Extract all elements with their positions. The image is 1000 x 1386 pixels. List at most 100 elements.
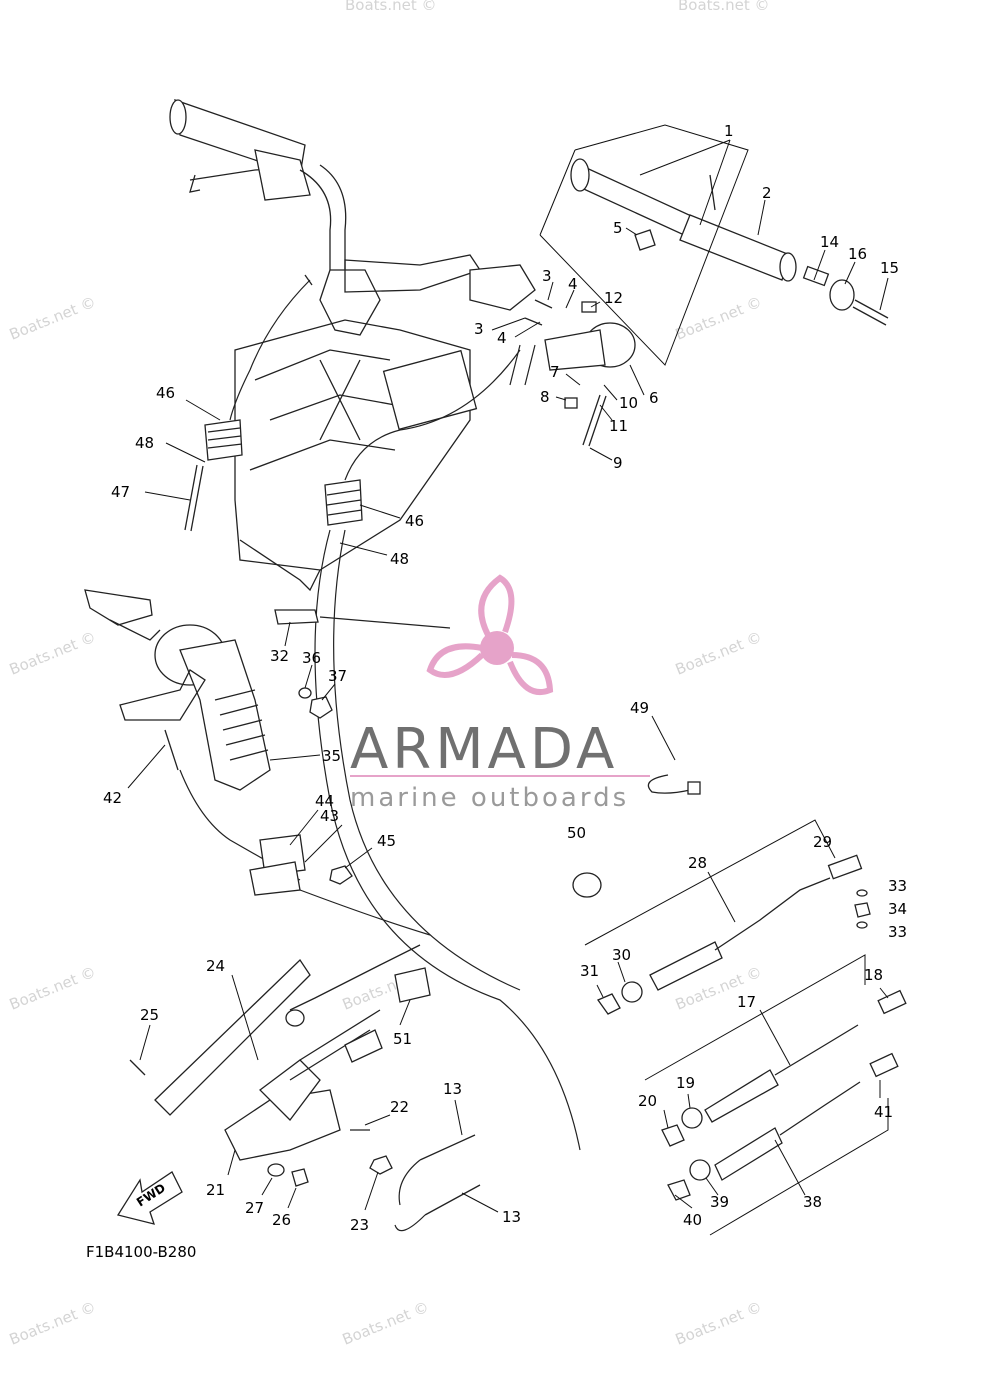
joint-cable (319, 616, 451, 629)
pedal-link (119, 669, 206, 721)
callout-28: 28 (688, 854, 707, 872)
boot-ridges (326, 489, 363, 516)
callout-48: 48 (135, 434, 154, 452)
right-cable-assembly (314, 349, 581, 1151)
lever-housing (254, 149, 311, 201)
joint-41 (869, 1052, 899, 1078)
leader (364, 1114, 391, 1126)
callout-43: 43 (320, 807, 339, 825)
throttle-bracket (469, 264, 536, 311)
leader (555, 396, 567, 401)
leader (461, 1192, 499, 1213)
watermark: Boats.net © (7, 963, 99, 1014)
stud-47 (184, 464, 198, 531)
propeller-blade (478, 574, 515, 637)
leader (617, 961, 626, 983)
callout-42: 42 (103, 789, 122, 807)
leader (284, 621, 291, 647)
callout-40: 40 (683, 1211, 702, 1229)
leader (596, 984, 604, 998)
long-cable-2 (333, 529, 521, 991)
callout-18: 18 (864, 966, 883, 984)
steering-column-body (234, 269, 478, 592)
pedal-arm (109, 619, 161, 641)
callout-33: 33 (888, 877, 907, 895)
washer-30 (621, 981, 643, 1003)
nut-31 (597, 993, 621, 1015)
callout-23: 23 (350, 1216, 369, 1234)
bolt-15 (854, 299, 889, 319)
control-cable-38 (667, 1052, 899, 1201)
callout-44: 44 (315, 792, 334, 810)
right-grip-1 (574, 164, 701, 241)
leader (127, 744, 166, 789)
washer-27 (267, 1163, 285, 1177)
callout-13: 13 (502, 1208, 521, 1226)
cable-17-sheath (704, 1069, 779, 1123)
leader (339, 542, 388, 556)
control-cable-28 (597, 854, 871, 1015)
column-edge (249, 439, 396, 471)
brand-tagline: marine outboards (350, 783, 629, 813)
callout-14: 14 (820, 233, 839, 251)
bolt-9 (582, 394, 601, 446)
leader (227, 1149, 236, 1176)
washer-16 (829, 279, 855, 311)
callout-12: 12 (604, 289, 623, 307)
cable-38-sheath (714, 1127, 783, 1181)
leader (705, 1177, 719, 1196)
cable-28-rod (714, 877, 831, 951)
pedal-assembly (84, 589, 431, 936)
callout-3: 3 (542, 267, 552, 285)
leader (139, 1024, 151, 1061)
throttle-cable-left (229, 279, 311, 421)
leader (359, 504, 401, 519)
shift-rod (289, 944, 421, 1011)
nut-45 (329, 865, 353, 885)
leader (364, 1171, 379, 1211)
callout-19: 19 (676, 1074, 695, 1092)
nut-40 (667, 1179, 691, 1201)
column-head (319, 269, 381, 336)
left-grip-end (169, 99, 187, 135)
callout-6: 6 (649, 389, 659, 407)
control-cable-17 (661, 989, 907, 1147)
leader (165, 442, 206, 463)
leader (547, 281, 554, 301)
callout-7: 7 (550, 363, 560, 381)
callout-4: 4 (497, 329, 507, 347)
leader (603, 384, 618, 401)
socket-cable (509, 344, 536, 386)
cable-13-assembly (394, 1134, 481, 1232)
leader (629, 364, 645, 396)
leader (304, 664, 313, 689)
leader (663, 1109, 669, 1129)
cable-13-upper (419, 1134, 476, 1161)
fwd-direction-arrow: FWD (116, 1171, 183, 1225)
callout-35: 35 (322, 747, 341, 765)
leader (625, 227, 638, 236)
callout-25: 25 (140, 1006, 159, 1024)
leader (639, 139, 731, 176)
callout-30: 30 (612, 946, 631, 964)
washer-33 (856, 889, 868, 897)
clamp-cable (299, 889, 431, 936)
callout-26: 26 (272, 1211, 291, 1229)
group-bracket-38 (709, 1098, 889, 1236)
callout-47: 47 (111, 483, 130, 501)
clip-51 (394, 967, 431, 1003)
leader (651, 715, 676, 761)
callout-33: 33 (888, 923, 907, 941)
callout-34: 34 (888, 900, 907, 918)
nut-23 (369, 1155, 393, 1175)
nut-37 (309, 696, 333, 719)
leader (344, 847, 373, 869)
leader (454, 1099, 463, 1136)
callout-20: 20 (638, 1092, 657, 1110)
cable-13-loop (398, 1159, 421, 1206)
washer-33 (856, 921, 868, 929)
joint-29 (827, 854, 863, 880)
handlebar-crossbar (344, 254, 482, 293)
